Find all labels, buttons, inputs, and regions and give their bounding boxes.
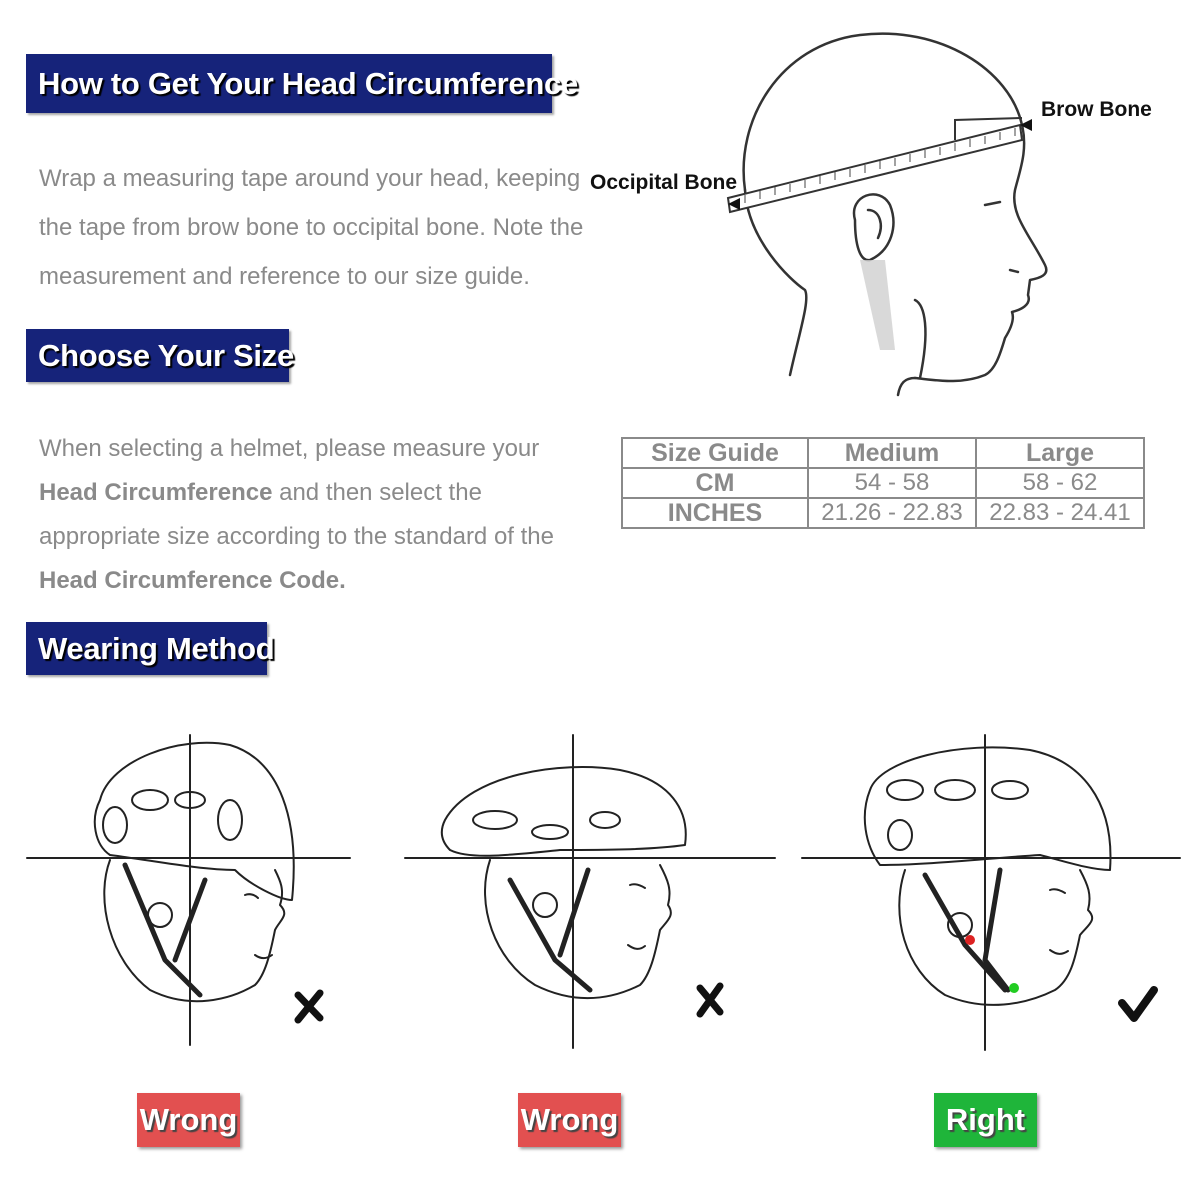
table-header-row: Size Guide Medium Large — [621, 437, 1145, 469]
section-title-wearing-method: Wearing Method — [26, 622, 275, 675]
size-line-3: appropriate size according to the standa… — [39, 523, 554, 550]
table-cell: CM — [621, 467, 809, 499]
measure-line-2: the tape from brow bone to occipital bon… — [39, 214, 584, 241]
wrong-label-1: Wrong — [137, 1093, 240, 1147]
brow-bone-label: Brow Bone — [1041, 98, 1152, 121]
section-title-choose-size: Choose Your Size — [26, 329, 294, 382]
wearing-example-2 — [404, 734, 776, 1049]
measure-line-1: Wrap a measuring tape around your head, … — [39, 165, 581, 192]
size-guide-table: Size Guide Medium Large CM 54 - 58 58 - … — [621, 437, 1145, 529]
check-icon — [1118, 986, 1158, 1022]
measure-line-3: measurement and reference to our size gu… — [39, 263, 530, 290]
table-header-cell: Large — [975, 437, 1145, 469]
wrong-label-2: Wrong — [518, 1093, 621, 1147]
cross-icon — [294, 989, 324, 1024]
size-line-2-rest: and then select the — [272, 479, 482, 506]
right-label: Right — [934, 1093, 1037, 1147]
wearing-example-3 — [801, 734, 1181, 1051]
table-cell: 21.26 - 22.83 — [807, 497, 977, 529]
section-title-head-circumference: How to Get Your Head Circumference — [26, 54, 578, 113]
table-header-cell: Medium — [807, 437, 977, 469]
occipital-bone-label: Occipital Bone — [590, 171, 738, 194]
cross-icon — [696, 982, 724, 1018]
table-row: INCHES 21.26 - 22.83 22.83 - 24.41 — [621, 497, 1145, 529]
table-cell: 54 - 58 — [807, 467, 977, 499]
occipital-pointer-icon — [728, 198, 740, 210]
wearing-example-1 — [26, 734, 351, 1046]
size-line-1: When selecting a helmet, please measure … — [39, 435, 540, 462]
size-line-4-bold: Head Circumference Code. — [39, 567, 346, 594]
size-line-2-bold: Head Circumference — [39, 479, 273, 506]
brow-pointer-icon — [1020, 119, 1032, 131]
table-cell: INCHES — [621, 497, 809, 529]
table-header-cell: Size Guide — [621, 437, 809, 469]
table-cell: 58 - 62 — [975, 467, 1145, 499]
table-row: CM 54 - 58 58 - 62 — [621, 467, 1145, 499]
table-cell: 22.83 - 24.41 — [975, 497, 1145, 529]
size-line-2: Head Circumference and then select the — [39, 479, 482, 507]
size-line-4: Head Circumference Code. — [39, 567, 346, 595]
